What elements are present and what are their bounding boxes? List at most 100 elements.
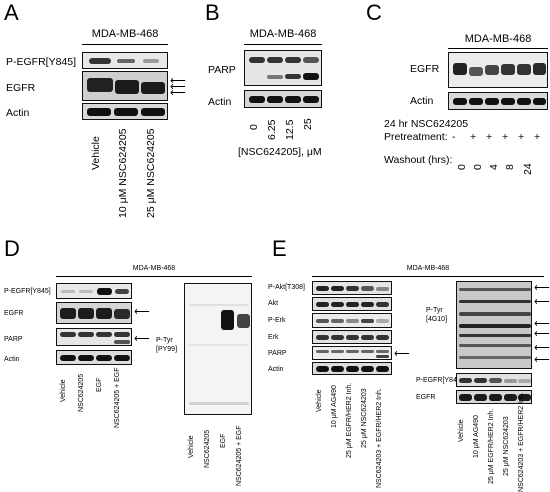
band [303,73,319,80]
washout-value: 24 [522,163,534,175]
band [221,310,234,330]
band [501,98,515,105]
band [114,355,130,361]
washout-value: 0 [472,164,484,170]
ptyr-lane-d-3: EGF [220,433,227,448]
band [489,378,502,383]
washout-value: 8 [504,164,516,170]
band [501,64,515,75]
row-label-e-actin: Actin [268,366,284,373]
cell-line-title-c: MDA-MB-468 [464,33,532,45]
band [517,64,531,75]
pretreatment-label: 24 hr NSC624205 Pretreatment: [384,118,469,143]
row-label-a-actin: Actin [6,107,30,119]
title-line-b [244,44,322,45]
arrow-icon: ⟵ [534,354,550,366]
band [60,332,76,337]
ptyr-lane-d-2: NSC624205 [204,429,211,468]
band [504,379,517,383]
row-label-e-pegfr: P-EGFR[Y845] [416,377,463,384]
right-lane-label-e-3: 25 μM EGFR/HER2 Inh. [488,408,495,484]
blot-e-egfr [456,390,532,404]
band [459,324,531,328]
band [267,57,283,63]
blot-a-egfr [82,71,168,101]
band [60,308,76,319]
band [376,287,389,291]
band [96,308,112,319]
arrow-icon: ⟵ [534,296,550,308]
band [79,290,93,293]
band [285,96,301,103]
band [316,350,329,353]
band [87,108,111,116]
lane-label-a-1: Vehicle [90,136,102,170]
band [61,290,75,293]
ptyr-lane-d-1: Vehicle [188,435,195,458]
xlabel-b: [NSC624205], μM [238,146,322,158]
arrow-icon: ⟵ [170,75,186,87]
band [459,334,531,337]
row-label-e-perk: P-Erk [268,317,286,324]
panel-letter-c: C [366,0,382,25]
band [78,332,94,337]
band [143,59,159,63]
lane-label-b-4: 25 [302,118,314,130]
band [361,335,374,340]
band [376,355,389,358]
band [459,356,531,359]
band [346,335,359,340]
band [89,58,111,64]
row-label-b-actin: Actin [208,96,232,108]
blot-e-parp [312,346,392,360]
band [249,57,265,63]
blot-e-actin [312,362,392,375]
band [376,302,389,307]
band [376,350,389,353]
pretreat-value: + [486,131,493,143]
blot-c-egfr [448,52,548,88]
band [459,300,531,303]
cell-line-title-a: MDA-MB-468 [91,28,159,40]
title-line-e [312,276,544,277]
blot-d-parp [56,328,132,346]
arrow-icon: ⟵ [394,348,410,360]
blot-e-pegfr [456,373,532,387]
blot-e-ptyr [456,281,532,369]
row-label-b-parp: PARP [208,64,236,76]
panel-letter-a: A [4,0,19,25]
lane-label-b-2: 6.25 [266,119,278,140]
band [517,98,531,105]
band [78,308,94,319]
band [189,402,249,405]
band [518,394,531,401]
band [331,350,344,353]
band [361,350,374,353]
panel-letter-d: D [4,236,20,261]
panel-letter-b: B [205,0,220,25]
panel-letter-e: E [272,236,287,261]
blot-d-pegfr [56,283,132,299]
band [331,319,344,323]
right-lane-label-e-4: 25 μM NSC624203 [503,416,510,476]
band [361,319,374,323]
arrow-icon: ⟵ [534,282,550,294]
band [485,98,499,105]
band [474,394,487,401]
ptyr-label-d: P-Tyr [PY99] [156,337,178,353]
band [114,309,130,319]
band [114,332,130,337]
row-label-d-parp: PARP [4,336,23,343]
band [316,286,329,291]
band [361,302,374,307]
lane-label-b-1: 0 [248,124,260,130]
lane-label-a-2: 10 μM NSC624205 [117,128,129,218]
band [453,98,467,105]
arrow-icon: ⟵ [170,81,186,93]
blot-e-perk [312,313,392,328]
lane-label-d-1: Vehicle [60,379,67,402]
band [285,57,301,63]
blot-d-egfr [56,302,132,324]
blot-a-actin [82,103,168,120]
band [533,63,546,75]
